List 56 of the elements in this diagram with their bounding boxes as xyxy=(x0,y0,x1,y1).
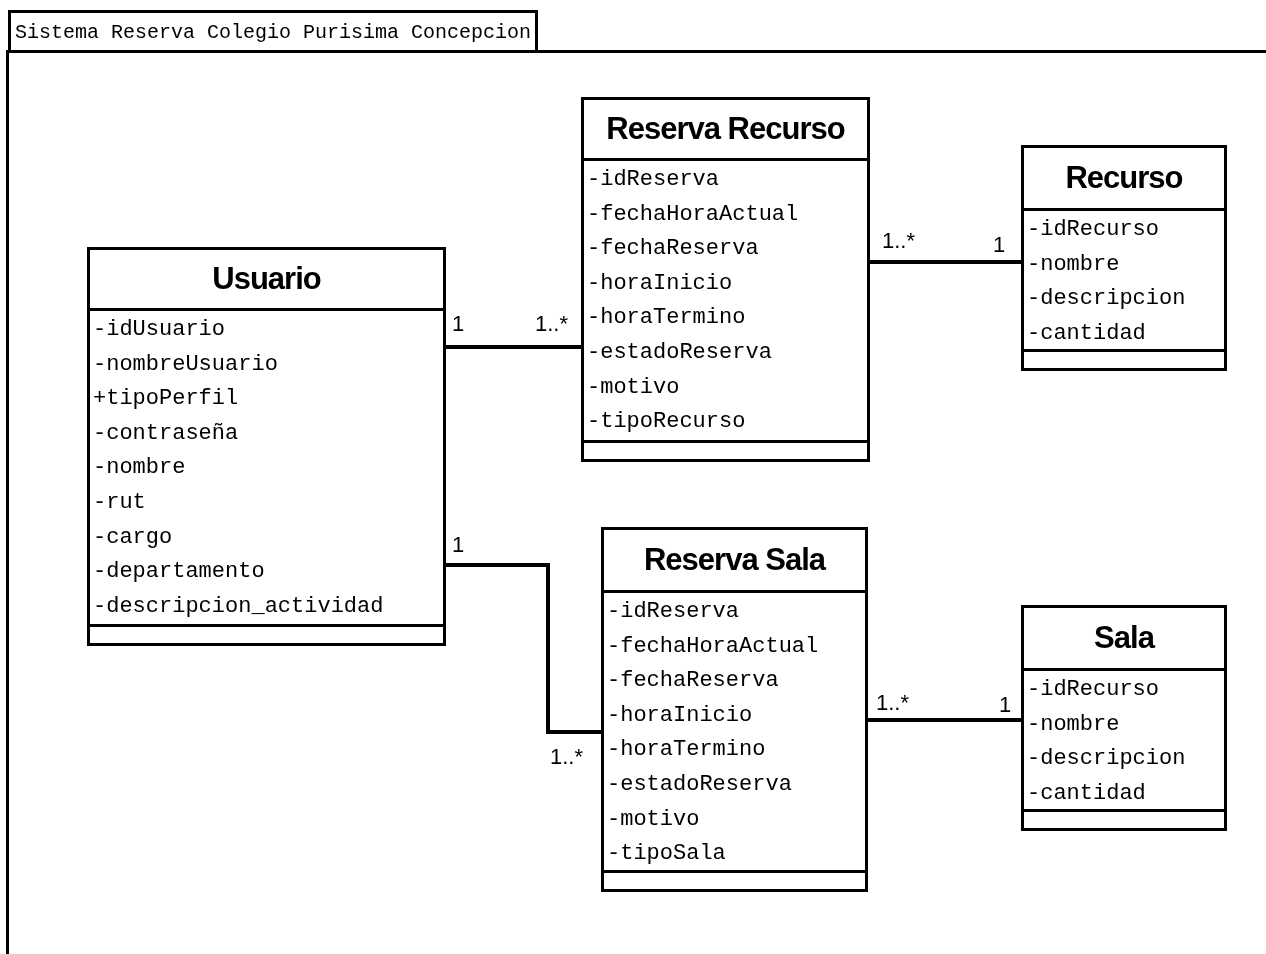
attribute-text: +tipoPerfil xyxy=(92,385,240,414)
attribute-text: -fechaReserva xyxy=(586,235,760,264)
attribute-text: -descripcion_actividad xyxy=(92,592,385,621)
attribute-text: -fechaHoraActual xyxy=(586,200,800,229)
attribute-text: -descripcion xyxy=(1026,745,1187,774)
attribute-text: -horaInicio xyxy=(606,701,754,730)
class-box xyxy=(1021,605,1227,831)
attribute-text: -estadoReserva xyxy=(606,770,793,799)
attribute-text: -nombre xyxy=(92,454,187,483)
class-name: Recurso xyxy=(1065,160,1183,196)
attribute-text: -departamento xyxy=(92,558,266,587)
multiplicity-label: 1..* xyxy=(550,744,584,770)
attribute-text: -estadoReserva xyxy=(586,338,773,367)
association-line xyxy=(446,345,581,349)
association-line xyxy=(868,718,1021,722)
attribute-text: -idReserva xyxy=(606,598,741,626)
class-name: Reserva Recurso xyxy=(606,111,845,147)
attribute-text: -horaTermino xyxy=(586,304,747,333)
class-name: Usuario xyxy=(212,261,321,297)
association-line xyxy=(870,260,1021,264)
multiplicity-label: 1..* xyxy=(535,311,569,337)
attribute-text: -cantidad xyxy=(1026,319,1147,348)
association-line xyxy=(446,563,601,734)
multiplicity-label: 1 xyxy=(993,232,1006,258)
attribute-text: -idUsuario xyxy=(92,316,227,344)
multiplicity-label: 1 xyxy=(999,692,1012,718)
class-name: Reserva Sala xyxy=(643,542,825,578)
attribute-text: -tipoSala xyxy=(606,840,727,869)
attribute-text: -descripcion xyxy=(1026,285,1187,314)
attribute-text: -tipoRecurso xyxy=(586,408,747,437)
class-box xyxy=(1021,145,1227,371)
attribute-text: -horaInicio xyxy=(586,269,734,298)
class-box xyxy=(581,97,870,462)
attribute-text: -idRecurso xyxy=(1026,676,1161,704)
multiplicity-label: 1 xyxy=(452,311,465,337)
class-box xyxy=(87,247,446,646)
attribute-text: -horaTermino xyxy=(606,736,767,765)
attribute-text: -cantidad xyxy=(1026,779,1147,808)
attribute-text: -motivo xyxy=(586,373,681,402)
class-name: Sala xyxy=(1094,620,1154,656)
attribute-text: -idRecurso xyxy=(1026,216,1161,244)
attribute-text: -idReserva xyxy=(586,166,721,194)
attribute-text: -nombre xyxy=(1026,710,1121,739)
attribute-text: -rut xyxy=(92,488,147,517)
attribute-text: -nombre xyxy=(1026,250,1121,279)
attribute-text: -motivo xyxy=(606,805,701,834)
attribute-text: -fechaHoraActual xyxy=(606,632,820,661)
attribute-text: -fechaReserva xyxy=(606,667,780,696)
multiplicity-label: 1..* xyxy=(876,690,910,716)
attribute-text: -contraseña xyxy=(92,419,240,448)
multiplicity-label: 1 xyxy=(452,532,465,558)
package-tab: Sistema Reserva Colegio Purisima Concepcion xyxy=(8,10,539,50)
class-box xyxy=(601,527,868,892)
attribute-text: -cargo xyxy=(92,523,174,552)
attribute-text: -nombreUsuario xyxy=(92,350,279,379)
multiplicity-label: 1..* xyxy=(882,228,916,254)
